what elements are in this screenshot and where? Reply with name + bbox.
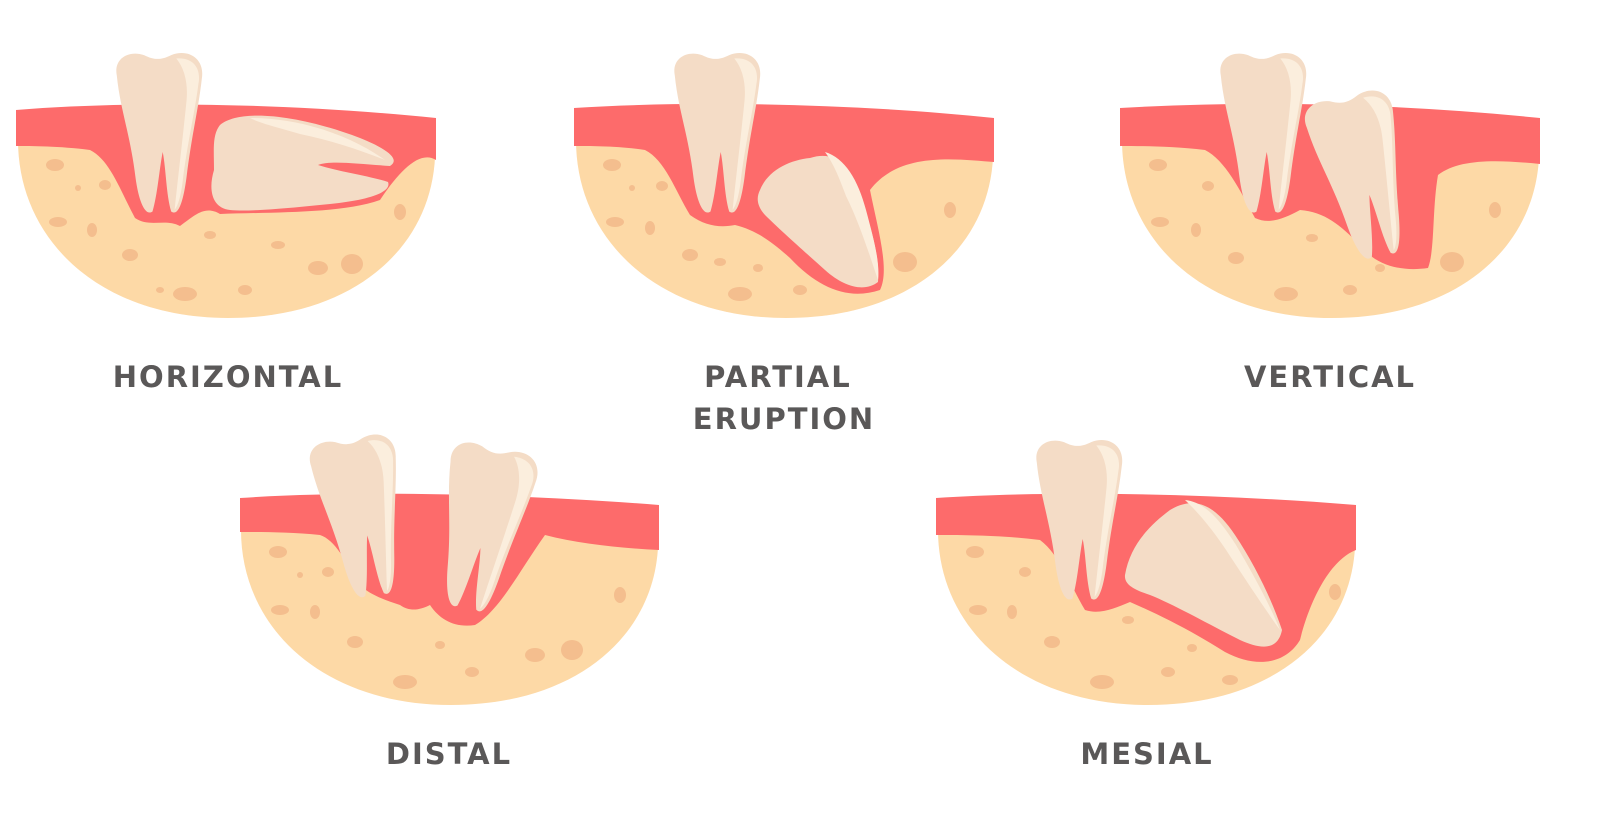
bone-spots (966, 546, 1341, 689)
bone-spots (603, 159, 956, 301)
diagram-partial-eruption: PARTIAL ERUPTION (574, 53, 994, 436)
bone-spots (46, 159, 406, 301)
label-vertical: VERTICAL (1244, 360, 1416, 394)
impacted-molar-highlight (825, 152, 879, 280)
label-horizontal: HORIZONTAL (113, 360, 343, 394)
gum (1120, 103, 1540, 270)
bone-spots (1149, 159, 1501, 301)
impacted-molar-highlight (250, 118, 385, 160)
impacted-molar-mesial (1124, 503, 1282, 647)
diagram-mesial: MESIAL (936, 440, 1356, 771)
label-partial-eruption: PARTIAL ERUPTION (693, 360, 875, 436)
diagram-vertical: VERTICAL (1120, 53, 1540, 394)
label-mesial: MESIAL (1080, 737, 1213, 771)
label-distal: DISTAL (386, 737, 512, 771)
diagram-distal: DISTAL (240, 431, 659, 771)
bone-spots (269, 546, 626, 689)
diagram-horizontal: HORIZONTAL (16, 53, 436, 394)
